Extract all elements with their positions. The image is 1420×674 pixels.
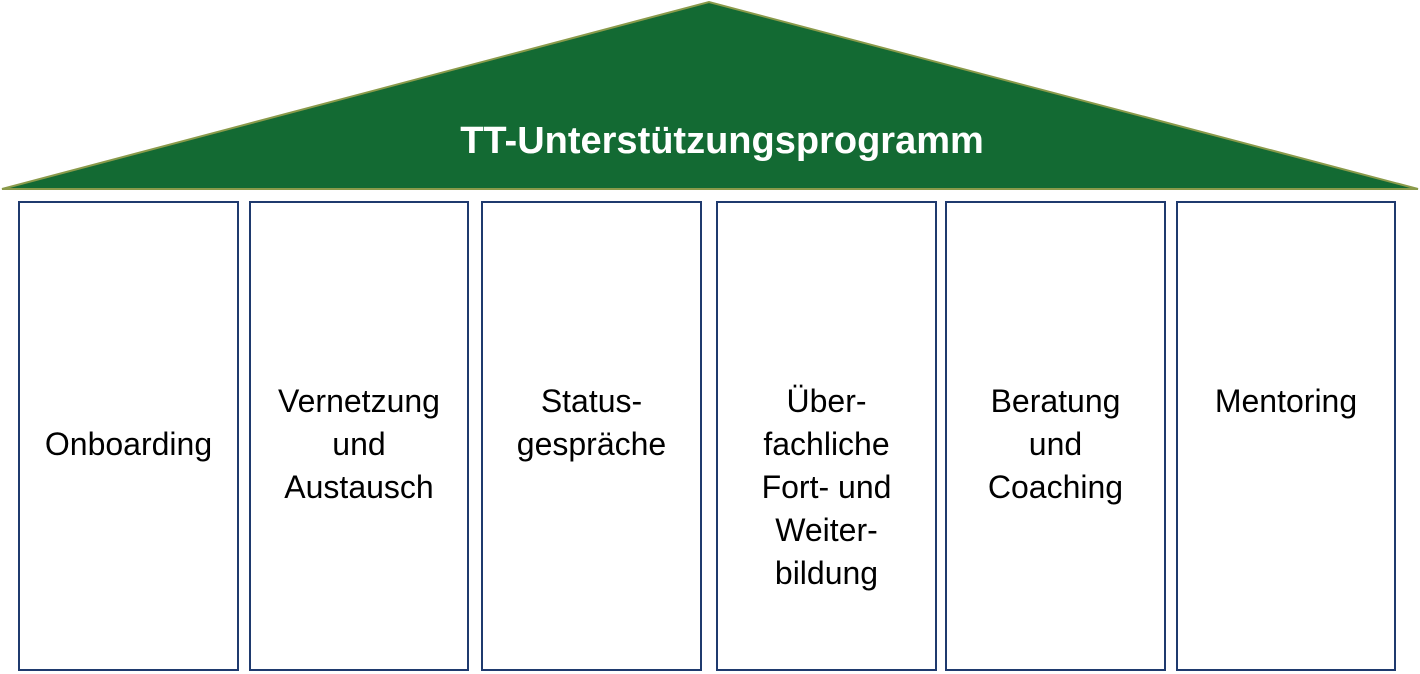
pillar-label: Vernetzung und Austausch	[278, 383, 440, 505]
roof-title: TT-Unterstützungsprogramm	[460, 120, 984, 162]
pillar-vernetzung: Vernetzung und Austausch	[249, 201, 469, 671]
pillar-label: Status- gespräche	[516, 383, 667, 462]
pillar-label: Mentoring	[1214, 383, 1358, 419]
pillar-onboarding: Onboarding	[18, 201, 239, 671]
pillar-mentoring: Mentoring	[1176, 201, 1396, 671]
roof-shape	[1, 0, 1419, 190]
pillar-beratung: Beratung und Coaching	[945, 201, 1166, 671]
pillar-statusgespraeche: Status- gespräche	[481, 201, 702, 671]
pillar-label: Onboarding	[44, 426, 213, 462]
pillar-label: Über- fachliche Fort- und Weiter- bildun…	[761, 383, 892, 591]
roof-triangle	[1, 0, 1419, 190]
pillar-label: Beratung und Coaching	[987, 383, 1124, 505]
pillar-weiterbildung: Über- fachliche Fort- und Weiter- bildun…	[716, 201, 937, 671]
